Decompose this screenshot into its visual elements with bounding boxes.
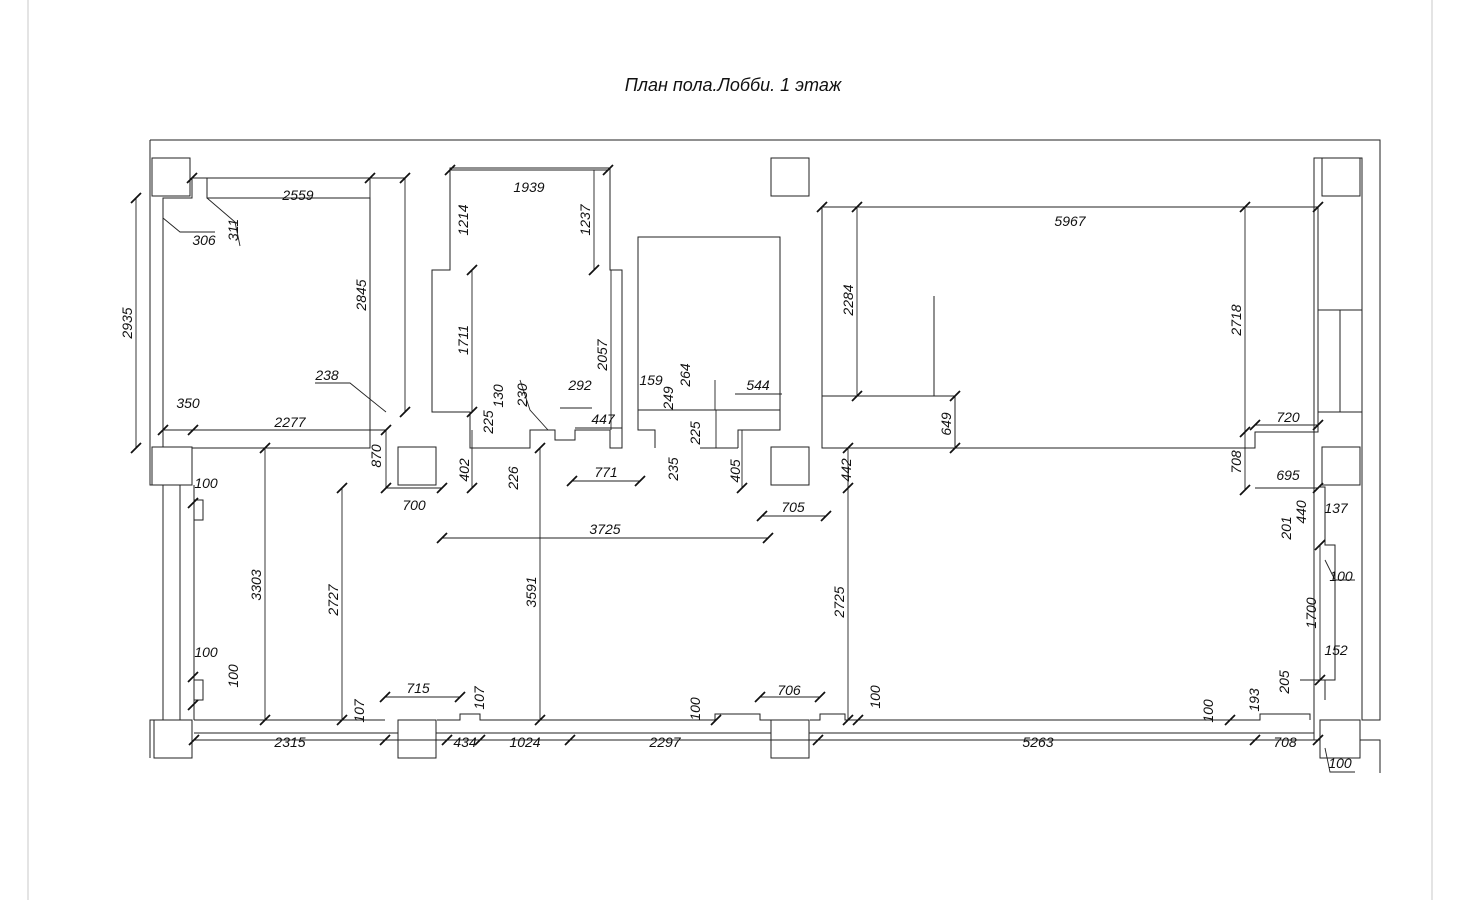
- dim-2845: 2845: [353, 279, 369, 311]
- dim-249: 249: [660, 386, 676, 411]
- dim-447: 447: [591, 411, 616, 427]
- dim-870: 870: [368, 444, 384, 468]
- dim-1939: 1939: [513, 179, 544, 195]
- dim-442: 442: [838, 458, 854, 482]
- dim-100-bottom-left-vertical: 100: [225, 664, 241, 688]
- dim-2935: 2935: [119, 307, 135, 339]
- dim-292: 292: [567, 377, 592, 393]
- dim-1214: 1214: [455, 204, 471, 235]
- column-mid-left: [151, 446, 193, 486]
- dim-193: 193: [1246, 688, 1262, 712]
- dim-159: 159: [639, 372, 663, 388]
- dim-649: 649: [938, 412, 954, 436]
- dim-238: 238: [314, 367, 339, 383]
- dimension-lines: [135, 169, 1355, 773]
- dim-264: 264: [677, 363, 693, 388]
- dim-708-bottom: 708: [1273, 734, 1297, 750]
- dim-107-right: 107: [471, 685, 487, 710]
- dim-434: 434: [453, 734, 477, 750]
- column-mid-b: [770, 446, 810, 486]
- dim-706: 706: [777, 682, 801, 698]
- dim-100-bottom-mid: 100: [687, 697, 703, 721]
- dim-2725: 2725: [831, 586, 847, 618]
- dim-1711: 1711: [455, 325, 471, 355]
- dim-1237: 1237: [577, 203, 593, 235]
- dim-3303: 3303: [248, 569, 264, 600]
- dim-107-left: 107: [351, 698, 367, 723]
- dim-2284: 2284: [840, 284, 856, 316]
- column-mid-right: [1321, 446, 1361, 486]
- plan-title: План пола.Лобби. 1 этаж: [625, 75, 843, 95]
- outer-wall: [149, 139, 1381, 773]
- dim-544: 544: [746, 377, 770, 393]
- dim-2718: 2718: [1228, 304, 1244, 336]
- dim-2277: 2277: [273, 414, 306, 430]
- dim-306: 306: [192, 232, 216, 248]
- dim-5263: 5263: [1022, 734, 1053, 750]
- dim-100-top-left: 100: [194, 475, 218, 491]
- dim-402: 402: [456, 458, 472, 482]
- column-top-middle: [770, 157, 810, 197]
- dim-440: 440: [1293, 500, 1309, 524]
- dim-5967: 5967: [1054, 213, 1086, 229]
- dim-3725: 3725: [589, 521, 620, 537]
- dim-715: 715: [406, 680, 430, 696]
- column-bottom-b: [770, 719, 810, 759]
- dim-152: 152: [1324, 642, 1348, 658]
- dim-100-right-mid: 100: [1329, 568, 1353, 584]
- dim-235: 235: [665, 457, 681, 482]
- room-central-box: [637, 236, 781, 411]
- dim-130: 130: [490, 384, 506, 408]
- dim-405: 405: [727, 459, 743, 483]
- dim-100-bottom-mid-right: 100: [867, 685, 883, 709]
- column-mid-a: [397, 446, 437, 486]
- dim-311: 311: [225, 219, 241, 241]
- dim-705: 705: [781, 499, 805, 515]
- column-bottom-left: [153, 719, 193, 759]
- central-box-notch: [637, 410, 781, 449]
- dim-225-left: 225: [480, 410, 496, 435]
- dim-226: 226: [505, 466, 521, 491]
- dim-695: 695: [1276, 467, 1300, 483]
- dim-2057: 2057: [594, 338, 610, 371]
- column-top-right: [1321, 157, 1361, 197]
- dim-100-bottom-left: 100: [194, 644, 218, 660]
- dim-3591: 3591: [523, 576, 539, 607]
- dim-225-right: 225: [687, 421, 703, 446]
- dim-1024: 1024: [509, 734, 540, 750]
- dim-2559: 2559: [281, 187, 313, 203]
- dim-205: 205: [1276, 670, 1292, 695]
- dim-230: 230: [514, 383, 530, 408]
- bottom-wall: [194, 713, 1314, 734]
- dim-1700: 1700: [1303, 597, 1319, 628]
- dimension-labels: 2559 1939 5967 2935 2845 306 311 1214 12…: [119, 179, 1353, 771]
- room-top-middle: [431, 167, 623, 449]
- dim-100-bottom-corner: 100: [1328, 755, 1352, 771]
- dim-100-bottom-right: 100: [1200, 699, 1216, 723]
- dim-350: 350: [176, 395, 200, 411]
- column-top-left: [151, 157, 191, 197]
- dim-2315: 2315: [273, 734, 305, 750]
- left-inner-wall: [179, 485, 204, 720]
- dim-2727: 2727: [325, 583, 341, 616]
- dim-137: 137: [1324, 500, 1349, 516]
- dimension-ticks: [130, 164, 1326, 746]
- dim-708-right: 708: [1228, 450, 1244, 474]
- dim-700: 700: [402, 497, 426, 513]
- dim-720: 720: [1276, 409, 1300, 425]
- dim-2297: 2297: [648, 734, 681, 750]
- dim-201: 201: [1278, 516, 1294, 540]
- column-bottom-a: [397, 719, 437, 759]
- dim-771: 771: [594, 464, 617, 480]
